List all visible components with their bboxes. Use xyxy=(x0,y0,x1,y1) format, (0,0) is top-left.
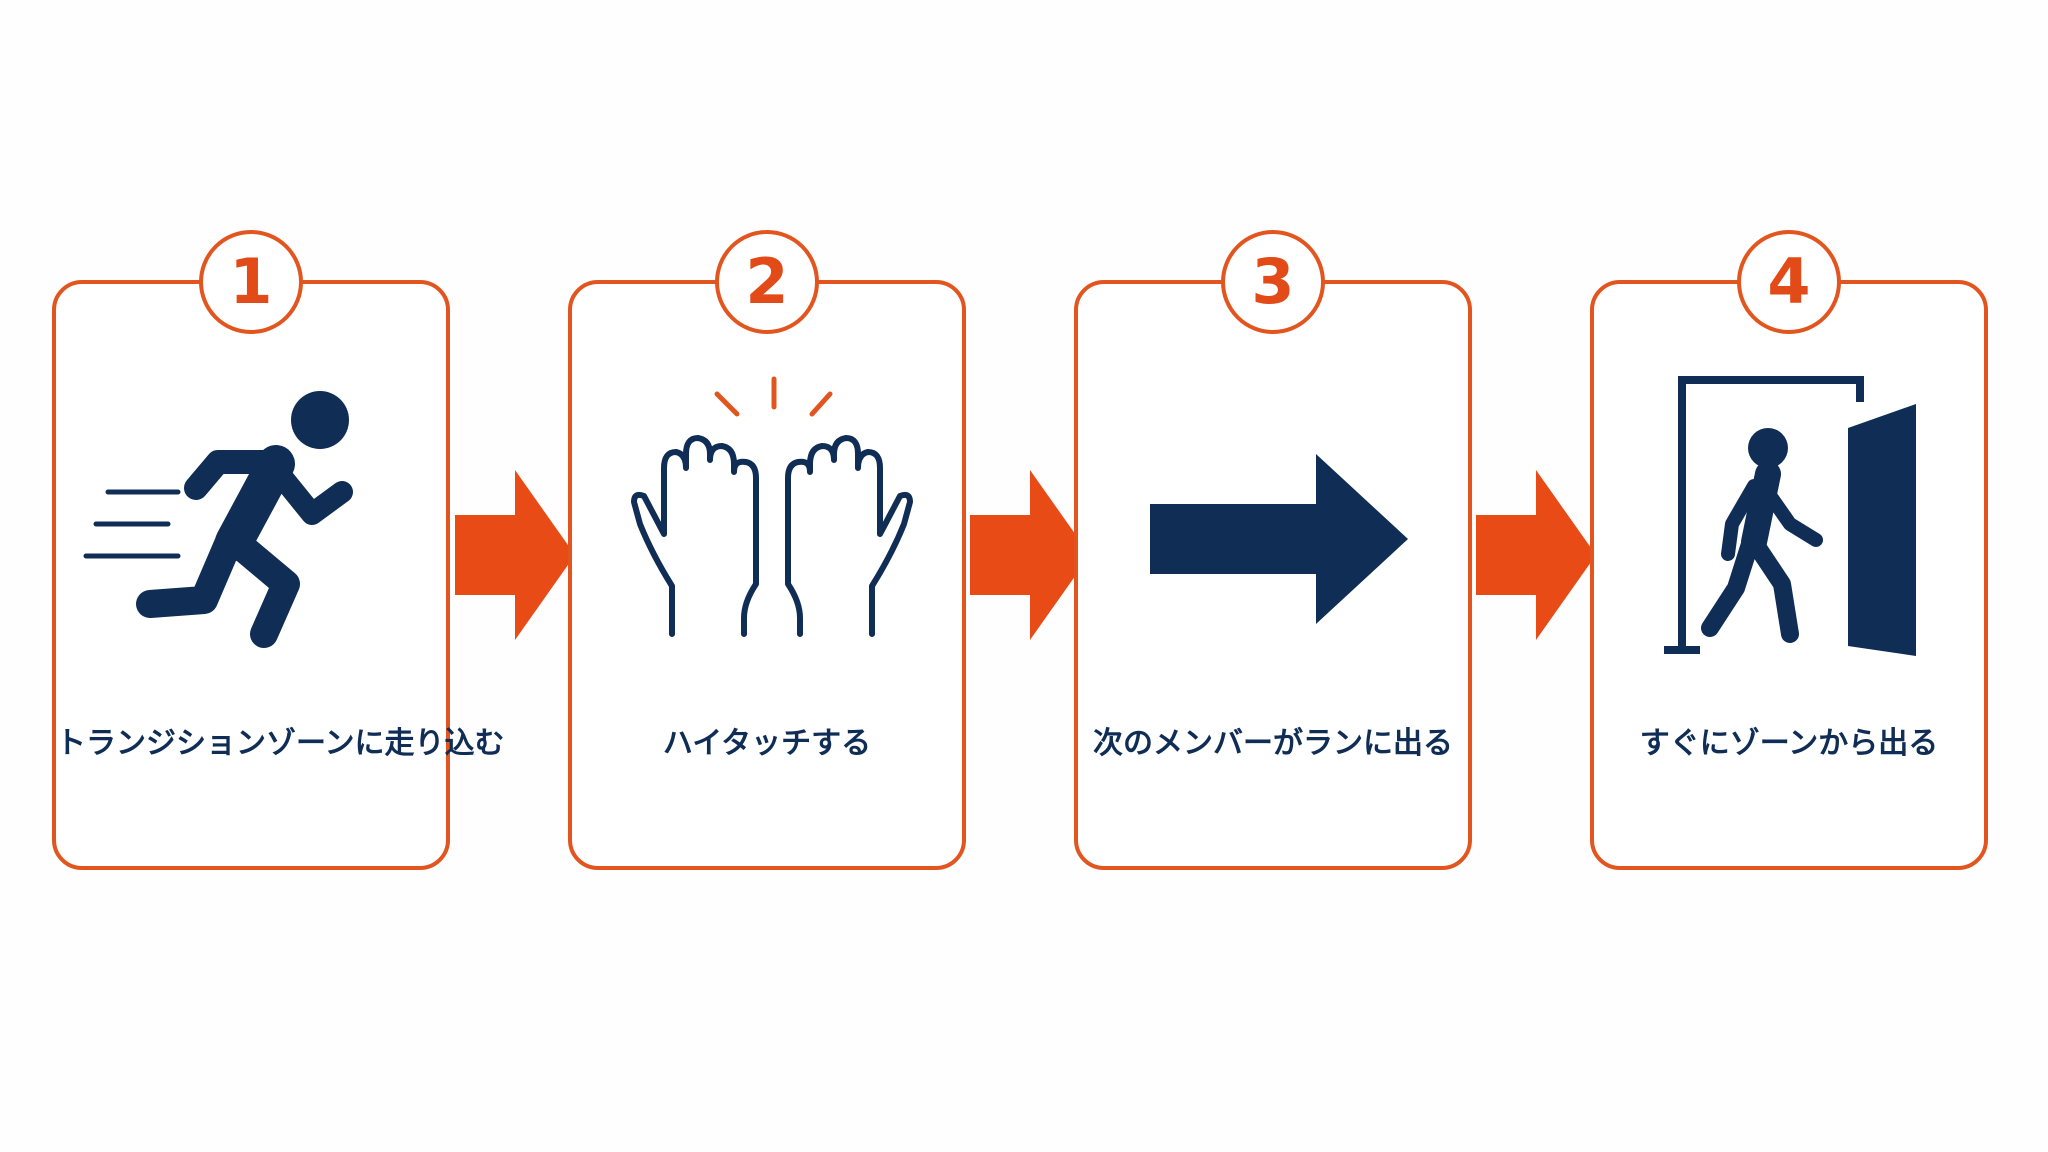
step-label-1: トランジションゾーンに走り込む xyxy=(56,726,505,761)
step-label-3: 次のメンバーがランに出る xyxy=(1093,726,1453,761)
flow-arrow-3-to-4 xyxy=(1476,470,1596,640)
step-number-badge-2: 2 xyxy=(715,230,819,334)
high-five-hands-icon xyxy=(572,374,962,674)
step-card-3: 3 次のメンバーがランに出る xyxy=(1074,230,1472,870)
step-number-badge-4: 4 xyxy=(1737,230,1841,334)
exit-door-icon xyxy=(1594,374,1984,674)
step-number-badge-1: 1 xyxy=(199,230,303,334)
running-person-icon xyxy=(56,374,446,674)
step-card-1: 1 xyxy=(52,230,505,870)
step-card-4: 4 すぐにゾーンから出る xyxy=(1590,230,1988,870)
step-number-badge-3: 3 xyxy=(1221,230,1325,334)
step-card-2: 2 ハイタッチする xyxy=(568,230,966,870)
step-label-4: すぐにゾーンから出る xyxy=(1639,726,1939,761)
step-label-2: ハイタッチする xyxy=(662,726,872,761)
right-arrow-icon xyxy=(1078,374,1468,674)
flow-arrow-2-to-3 xyxy=(970,470,1090,640)
flow-arrow-1-to-2 xyxy=(455,470,575,640)
